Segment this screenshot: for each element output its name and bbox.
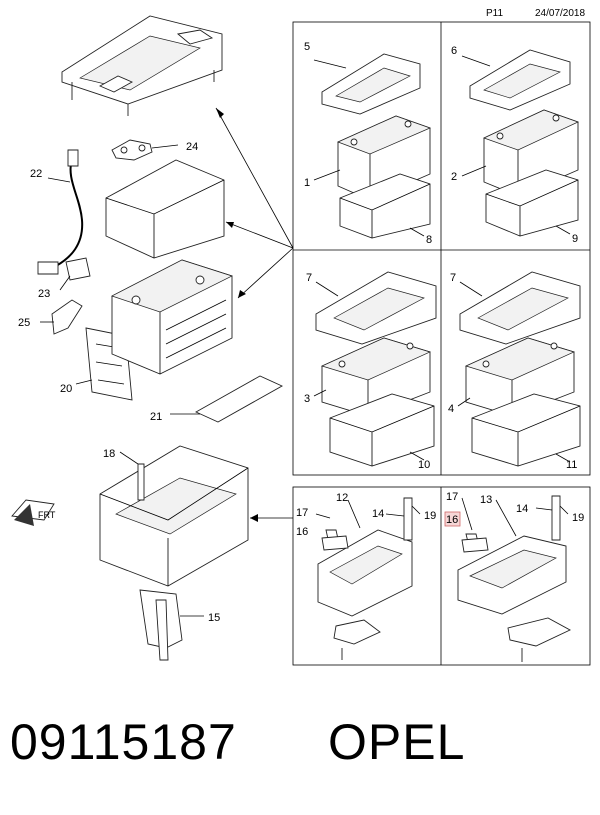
callout-19-b: 19	[572, 512, 584, 524]
terminal-clamp-24	[111, 139, 153, 161]
panel-variant-2	[461, 49, 579, 237]
battery-tray-main	[99, 445, 249, 587]
page-code: P11	[486, 8, 503, 19]
callout-23: 23	[38, 288, 50, 300]
callout-16-highlight	[444, 511, 461, 527]
callout-1: 1	[304, 177, 310, 189]
callout-10: 10	[418, 459, 430, 471]
callout-19-a: 19	[424, 510, 436, 522]
callout-20: 20	[60, 383, 72, 395]
callout-15: 15	[208, 612, 220, 624]
battery-main	[111, 259, 233, 375]
callout-12: 12	[336, 492, 348, 504]
variant-panels	[292, 21, 591, 666]
panel-variant-4	[457, 271, 581, 467]
callout-14-b: 14	[516, 503, 528, 515]
support-bracket-15	[139, 589, 183, 661]
battery-parts-diagram: P11 24/07/2018	[11, 8, 591, 666]
bracket-25	[51, 299, 83, 335]
callout-9: 9	[572, 233, 578, 245]
pointer-arrows	[215, 107, 294, 522]
panel-tray-13	[457, 495, 571, 662]
clip-strip-21	[195, 375, 283, 423]
callout-2: 2	[451, 171, 457, 183]
callout-17-a: 17	[296, 507, 308, 519]
leader-lines-left	[40, 144, 204, 617]
front-direction-icon: FRT	[11, 499, 56, 526]
callout-16-b: 16	[446, 514, 458, 526]
callout-7-b: 7	[450, 272, 456, 284]
part-number: 09115187	[10, 714, 237, 770]
callout-4: 4	[448, 403, 454, 415]
callout-21: 21	[150, 411, 162, 423]
callout-3: 3	[304, 393, 310, 405]
battery-cable-22	[37, 149, 91, 281]
callout-25: 25	[18, 317, 30, 329]
brand-name: OPEL	[328, 714, 466, 770]
callout-7-a: 7	[306, 272, 312, 284]
callout-labels: 24 22 23 25 20 21 18 15 5 1 8 6 2 9 7 3 …	[18, 41, 584, 624]
panel-frame-lower	[292, 486, 591, 666]
callout-14-a: 14	[372, 508, 384, 520]
callout-18: 18	[103, 448, 115, 460]
callout-6: 6	[451, 45, 457, 57]
callout-5: 5	[304, 41, 310, 53]
insulation-box-main	[105, 159, 225, 259]
callout-17-b: 17	[446, 491, 458, 503]
panel-tray-12	[315, 497, 421, 660]
callout-13: 13	[480, 494, 492, 506]
callout-22: 22	[30, 168, 42, 180]
footer: 09115187 OPEL	[0, 712, 600, 792]
callout-16-a: 16	[296, 526, 308, 538]
callout-24: 24	[186, 141, 198, 153]
svg-text:FRT: FRT	[38, 510, 56, 520]
callout-11: 11	[566, 459, 577, 471]
panel-variant-1	[313, 53, 431, 239]
page-date: 24/07/2018	[535, 8, 585, 19]
callout-8: 8	[426, 234, 432, 246]
battery-cover-main	[61, 15, 223, 116]
panel-variant-3	[313, 271, 437, 467]
